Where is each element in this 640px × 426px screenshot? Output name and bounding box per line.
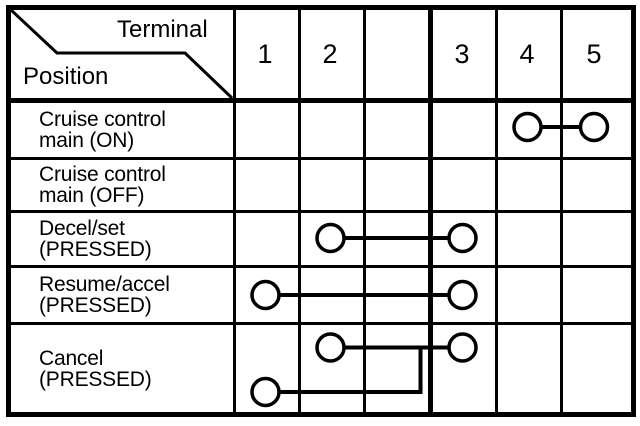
row-label-resume-accel: Resume/accel (PRESSED) [39,268,170,322]
terminal-column-header-3: 3 [454,38,470,69]
terminal-circle [250,376,281,408]
terminal-circle [315,332,346,363]
terminal-circle [447,332,478,363]
terminal-column-header-2: 2 [322,38,338,69]
row-label-line: main (ON) [39,129,135,152]
row-label-line: Cancel [39,347,104,370]
terminal-circle [447,222,478,254]
row-divider [11,157,631,160]
terminal-position-table: Terminal Position 1 2 3 4 5 Cruise contr… [6,5,636,417]
terminal-circle [315,222,346,254]
terminal-column-header-1: 1 [257,38,273,69]
row-divider [11,210,631,213]
row-divider [11,322,631,325]
row-label-line: Decel/set [39,217,125,240]
row-label-cruise-off: Cruise control main (OFF) [39,160,166,210]
row-label-line: Cruise control [39,163,166,186]
terminal-column-header-4: 4 [519,38,535,69]
row-label-line: (PRESSED) [39,238,152,261]
row-label-decel-set: Decel/set (PRESSED) [39,213,152,265]
terminal-circle [578,111,610,143]
row-label-cancel: Cancel (PRESSED) [39,328,152,410]
terminal-circle [447,279,478,311]
row-label-line: Cruise control [39,108,166,131]
terminal-circle [512,111,543,143]
terminal-column-header-5: 5 [586,38,602,69]
position-header-label: Position [23,63,109,90]
row-label-line: (PRESSED) [39,294,152,317]
terminal-column-header-blank [365,10,427,98]
terminal-circle [250,279,281,311]
row-label-line: Resume/accel [39,273,170,296]
terminal-header-label: Terminal [117,16,208,43]
row-label-line: (PRESSED) [39,368,152,391]
row-label-cruise-on: Cruise control main (ON) [39,103,166,157]
row-divider [11,265,631,268]
row-label-line: main (OFF) [39,184,145,207]
header-divider [11,98,631,103]
